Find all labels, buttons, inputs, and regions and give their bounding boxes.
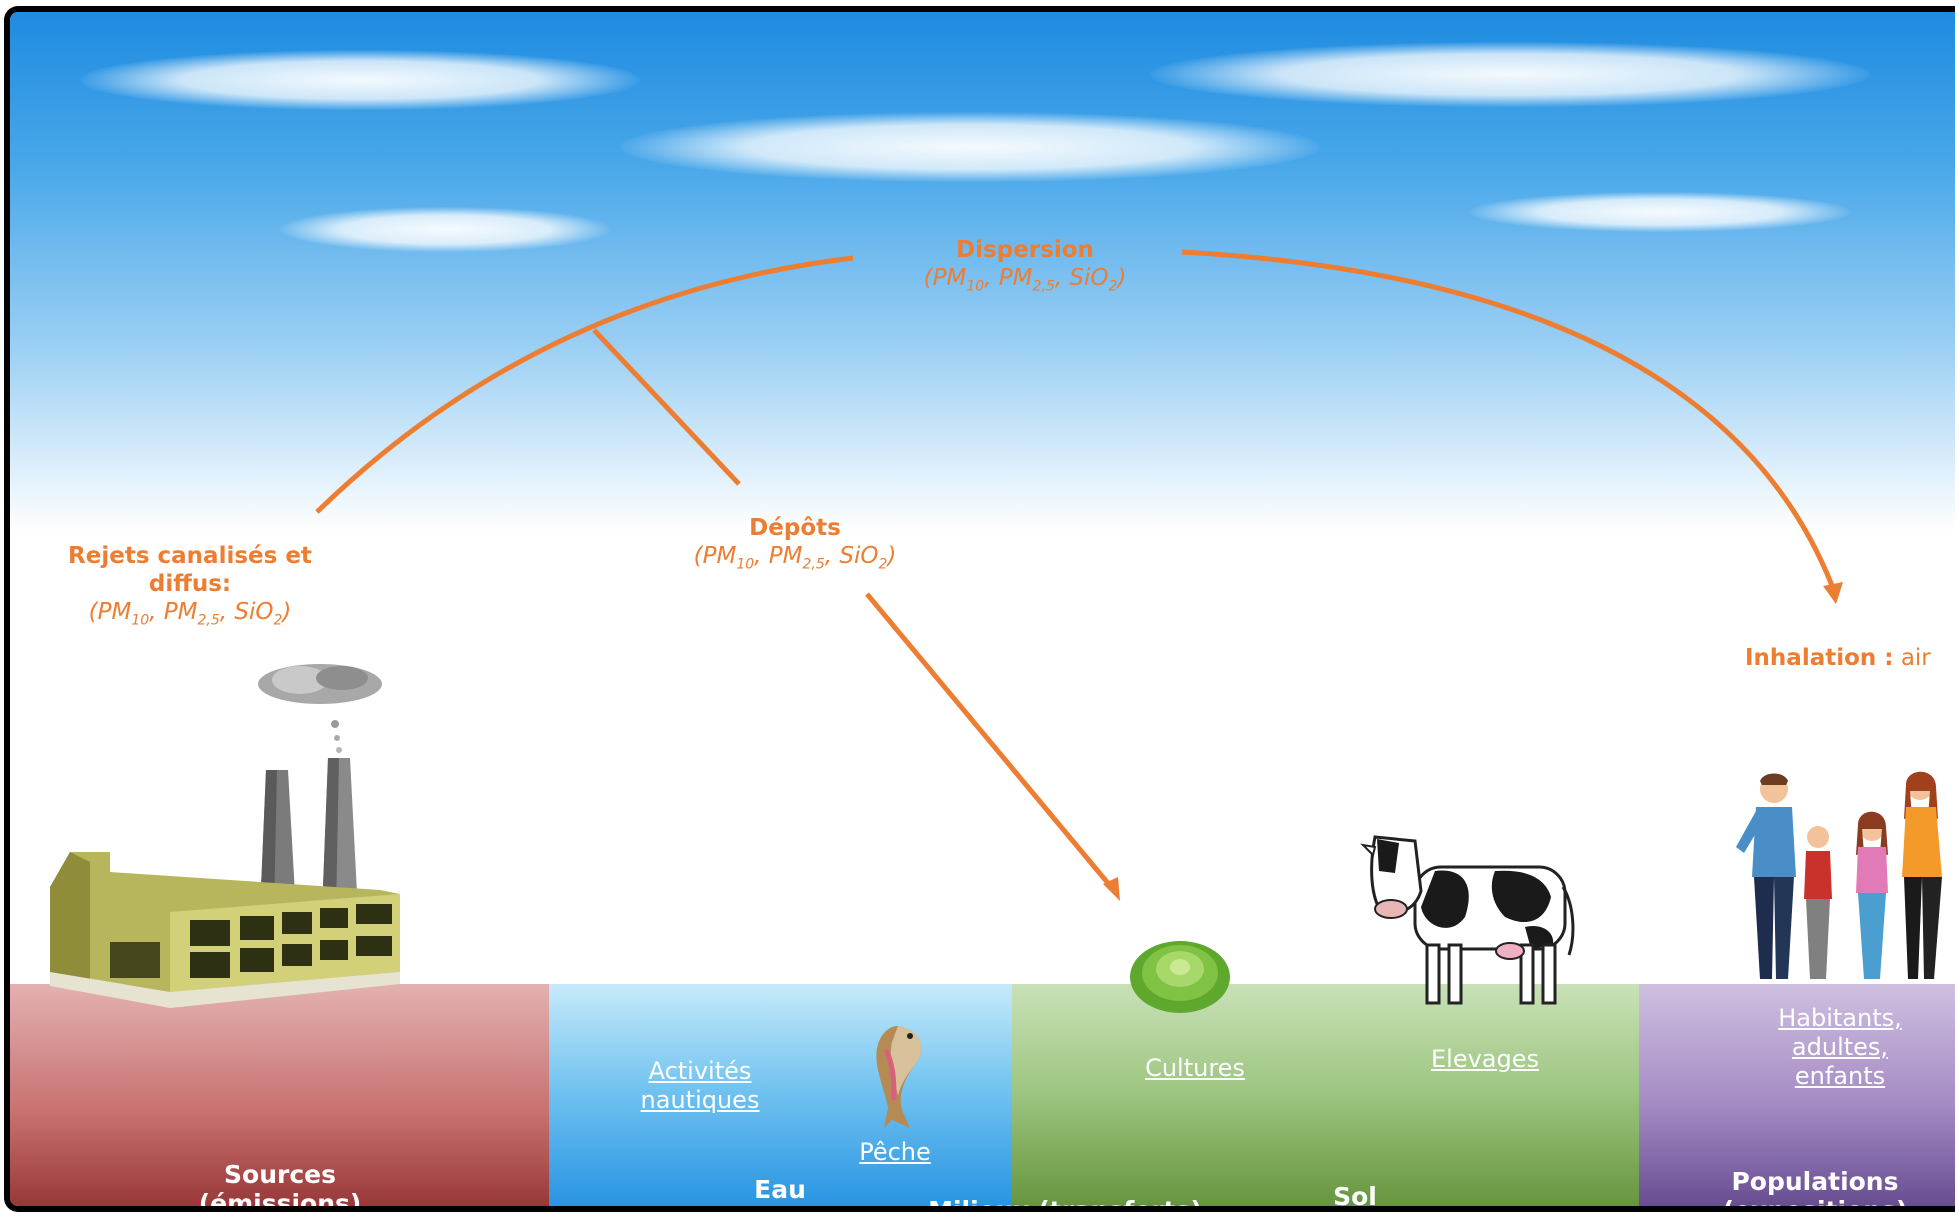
rejets-title-line2: diffus:	[148, 571, 232, 597]
rejets-formula: (PM10, PM2,5, SiO2)	[88, 599, 292, 629]
cow-icon	[1360, 835, 1575, 1005]
link-activites-line1[interactable]: Activités	[648, 1057, 752, 1085]
title-populations: Populations (expositions)	[1700, 1167, 1930, 1212]
link-habitants-line3[interactable]: enfants	[1794, 1062, 1886, 1090]
depots-title: Dépôts	[749, 515, 841, 541]
arrowhead-deposit	[1103, 877, 1120, 901]
arrow-emission-to-air	[315, 255, 854, 514]
title-milieux: Milieux (transferts)	[928, 1196, 1202, 1212]
factory-icon	[50, 664, 400, 1008]
link-cultures[interactable]: Cultures	[1145, 1054, 1245, 1082]
band-eau	[549, 984, 1012, 1206]
cloud-icon	[80, 50, 640, 110]
cloud-icon	[1470, 192, 1850, 232]
rejets-title-line1: Rejets canalisés et	[68, 543, 312, 569]
arrowhead-dispersion	[1823, 582, 1843, 604]
depots-formula: (PM10, PM2,5, SiO2)	[693, 543, 897, 573]
cloud-icon	[280, 207, 610, 252]
title-sol: Sol	[1333, 1182, 1377, 1211]
title-sources-line2: (émissions)	[198, 1189, 362, 1212]
title-eau: Eau	[754, 1175, 806, 1204]
inhalation-title: Inhalation :	[1745, 645, 1894, 671]
cloud-icon	[1150, 42, 1870, 107]
lettuce-icon	[1130, 941, 1230, 1013]
link-elevages[interactable]: Elevages	[1430, 1045, 1539, 1073]
depots-label: Dépôts (PM10, PM2,5, SiO2)	[650, 514, 940, 579]
title-populations-line2: (expositions)	[1722, 1196, 1908, 1212]
link-activites-line2[interactable]: nautiques	[640, 1086, 760, 1114]
arrow-dispersion-to-population	[1181, 249, 1839, 597]
title-populations-line1: Populations	[1731, 1167, 1899, 1196]
arrow-air-to-deposit	[592, 328, 741, 486]
band-sources	[10, 984, 549, 1206]
link-peche[interactable]: Pêche	[859, 1138, 931, 1166]
arrow-deposit-to-soil	[865, 592, 1114, 890]
sky-background	[10, 12, 1955, 532]
title-sources: Sources (émissions)	[160, 1160, 400, 1212]
diagram-frame: Dispersion (PM10, PM2,5, SiO2) Dépôts (P…	[4, 6, 1955, 1212]
title-sources-line1: Sources	[224, 1160, 336, 1189]
dispersion-title: Dispersion	[956, 237, 1094, 263]
flow-arrows	[315, 249, 1843, 901]
band-sol	[1012, 984, 1639, 1206]
link-habitants-line2[interactable]: adultes,	[1791, 1033, 1889, 1061]
dispersion-formula: (PM10, PM2,5, SiO2)	[923, 265, 1127, 295]
rejets-label: Rejets canalisés et diffus: (PM10, PM2,5…	[40, 542, 340, 635]
link-habitants[interactable]: Habitants, adultes, enfants	[1750, 1004, 1930, 1091]
fish-icon	[876, 1026, 922, 1128]
family-icon	[1736, 771, 1942, 979]
band-populations	[1639, 984, 1955, 1206]
link-activites-nautiques[interactable]: Activités nautiques	[600, 1057, 800, 1115]
cloud-icon	[620, 112, 1320, 182]
inhalation-label: Inhalation : air	[1745, 644, 1955, 672]
inhalation-media: air	[1900, 645, 1931, 671]
dispersion-label: Dispersion (PM10, PM2,5, SiO2)	[865, 236, 1185, 301]
link-habitants-line1[interactable]: Habitants,	[1778, 1004, 1902, 1032]
